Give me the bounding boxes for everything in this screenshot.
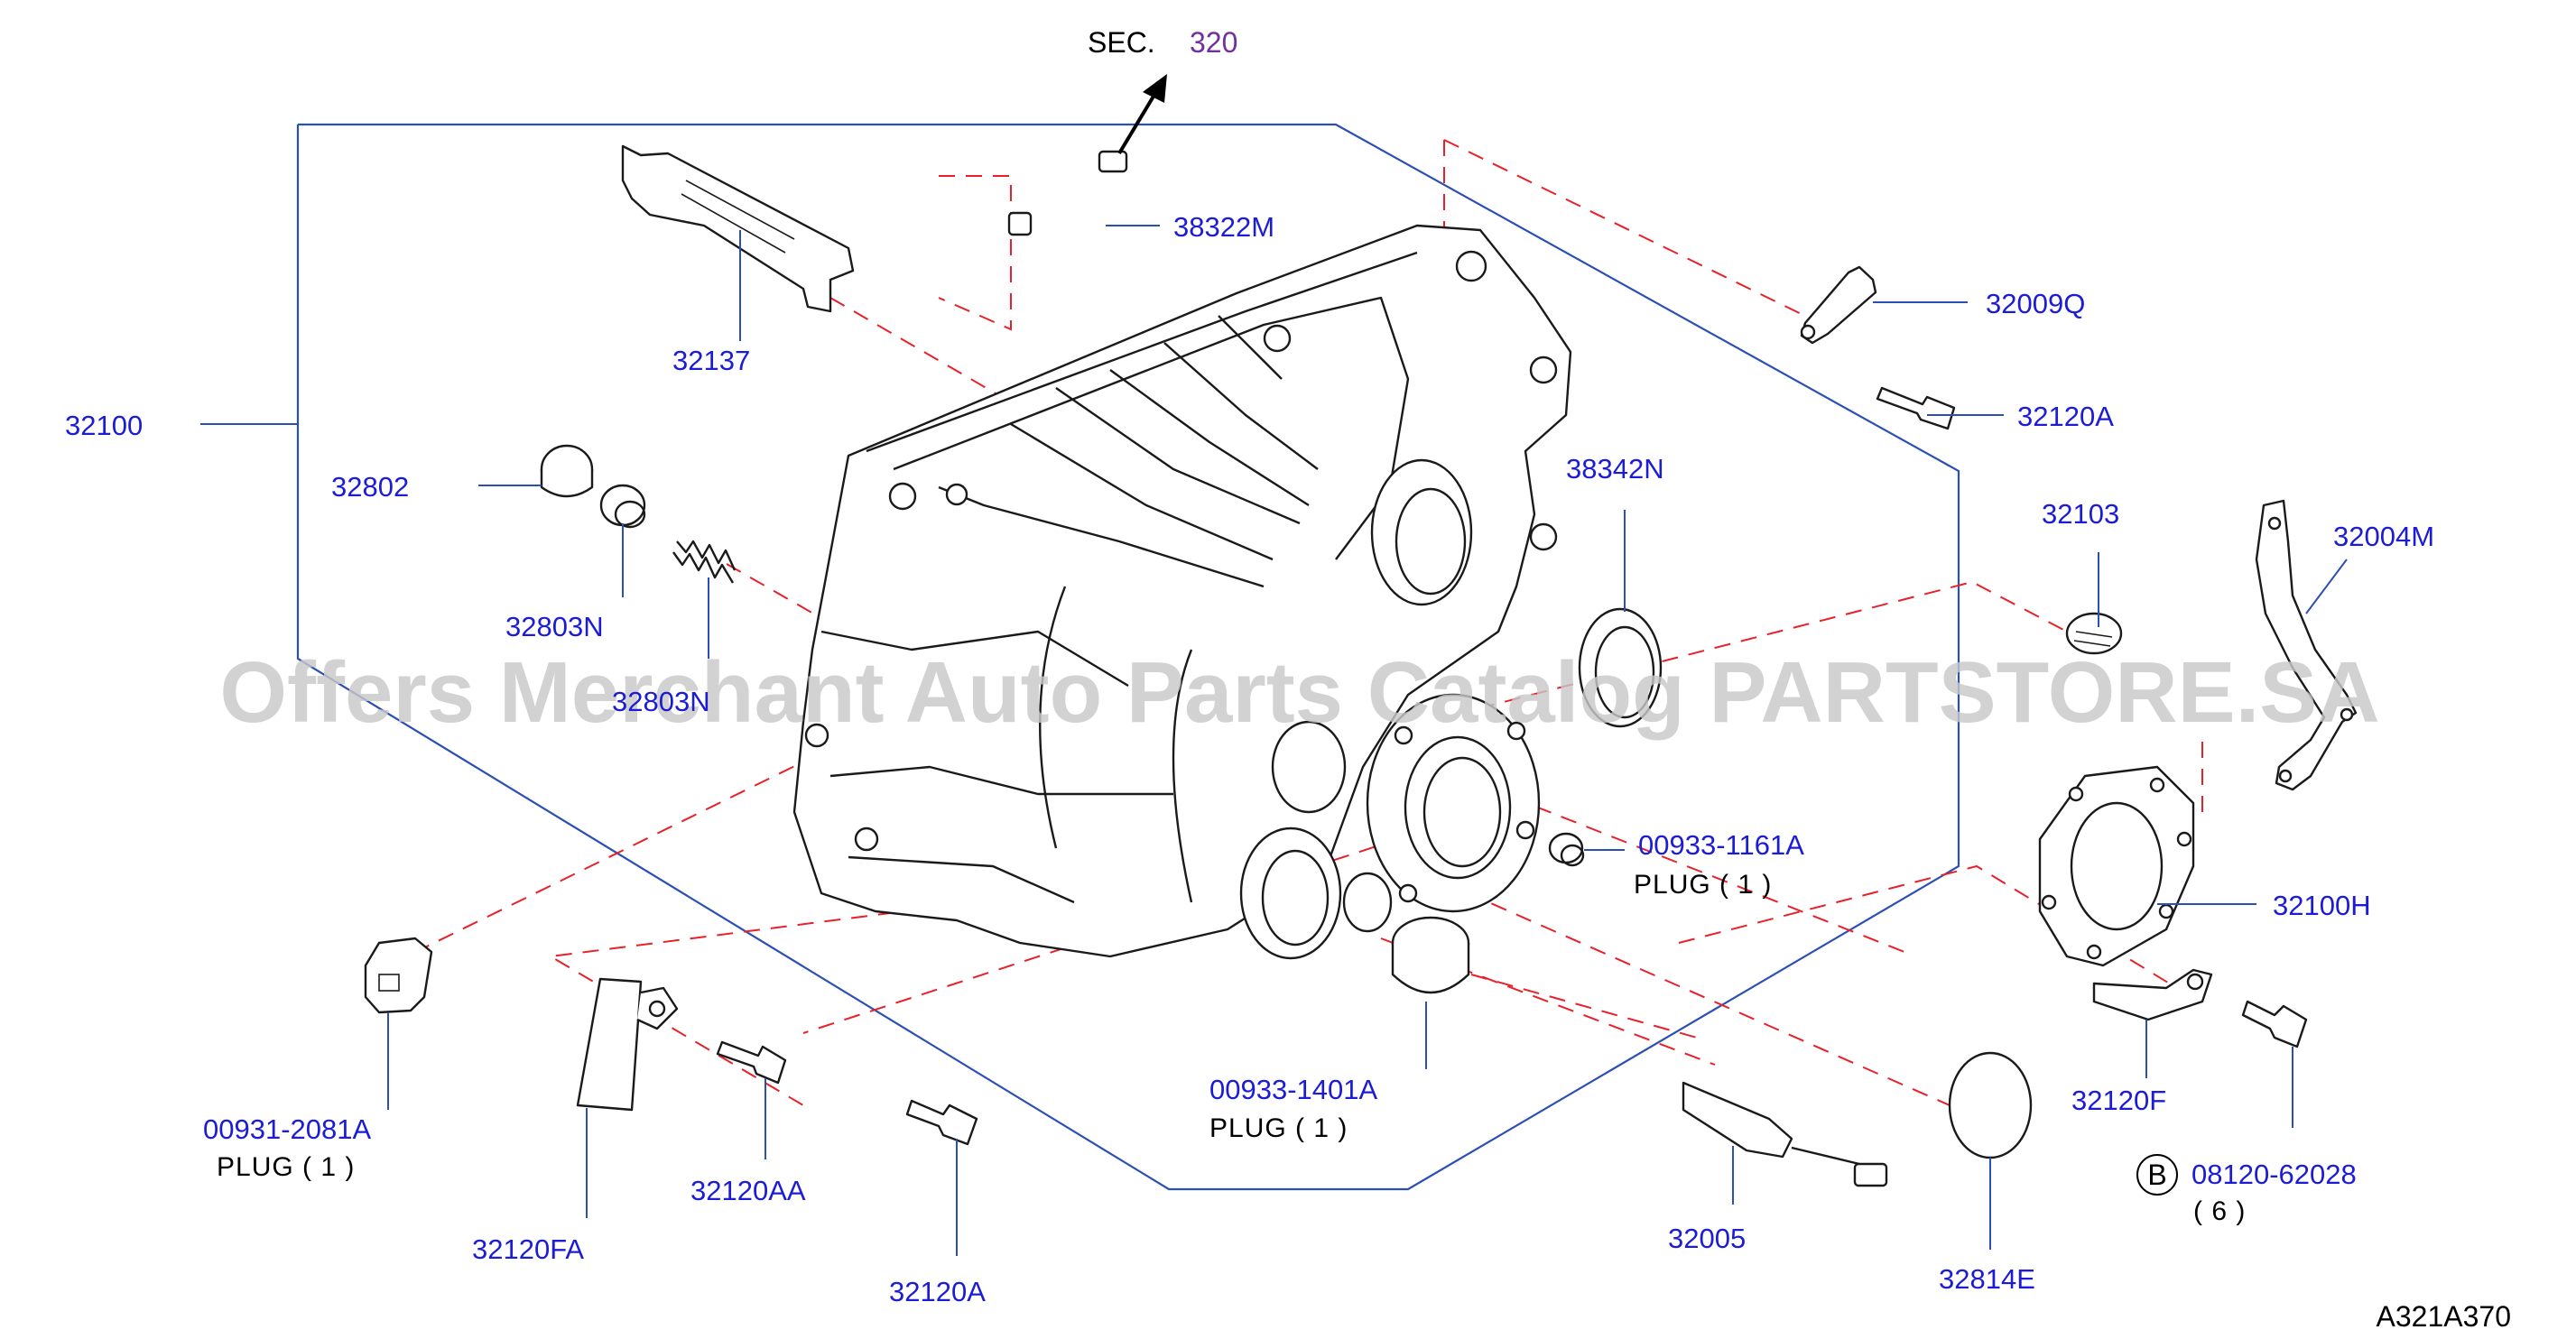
section-reference[interactable]: SEC. 320 — [1088, 26, 1237, 155]
label-32802[interactable]: 32802 — [331, 471, 409, 503]
label-32009Q[interactable]: 32009Q — [1986, 288, 2085, 319]
spring-32803N — [672, 540, 737, 584]
label-32100[interactable]: 32100 — [65, 410, 143, 441]
section-arrow-icon — [1143, 74, 1167, 103]
plug-note-1401A: PLUG ( 1 ) — [1209, 1113, 1348, 1143]
cover-32100H — [2038, 765, 2195, 967]
watermark: Offers Merchant Auto Parts Catalog PARTS… — [219, 644, 2379, 741]
label-32103[interactable]: 32103 — [2042, 498, 2119, 530]
label-32137[interactable]: 32137 — [672, 345, 750, 376]
gasket-32814E — [1948, 1051, 2033, 1159]
label-32120FA[interactable]: 32120FA — [472, 1233, 584, 1265]
plug-note-2081A: PLUG ( 1 ) — [217, 1152, 355, 1182]
label-32814E[interactable]: 32814E — [1939, 1263, 2035, 1295]
plug-00931-2081A — [364, 937, 433, 1014]
label-32803N-seal[interactable]: 32803N — [505, 611, 604, 642]
label-38342N[interactable]: 38342N — [1566, 453, 1664, 485]
label-32100H[interactable]: 32100H — [2273, 890, 2371, 921]
section-number[interactable]: 320 — [1190, 26, 1237, 59]
bolt-qty-note: ( 6 ) — [2193, 1196, 2246, 1226]
section-arrow-shaft — [1117, 88, 1159, 155]
label-32803N-spring[interactable]: 32803N — [612, 686, 710, 717]
assembly-frame — [296, 123, 1960, 1191]
bracket-32137 — [621, 144, 855, 313]
bolt-marker: B — [2147, 1159, 2166, 1191]
bolt-32120AA — [716, 1040, 787, 1085]
bracket-32004M — [2255, 499, 2358, 791]
switch-32005 — [1682, 1081, 1888, 1187]
clip-32009Q — [1800, 265, 1877, 345]
seal-32803N — [599, 484, 646, 529]
plug-00933-1401A — [1391, 916, 1470, 994]
plug-00933-1161A — [1548, 832, 1585, 867]
bolt-marker-circle — [2136, 1154, 2178, 1196]
hose-38322M — [1007, 150, 1128, 248]
label-38322M[interactable]: 38322M — [1173, 211, 1274, 243]
label-32004M[interactable]: 32004M — [2333, 521, 2434, 552]
label-00933-1161A[interactable]: 00933-1161A — [1638, 829, 1804, 861]
section-prefix: SEC. — [1088, 26, 1155, 59]
label-leaders — [387, 225, 2348, 1256]
label-00931-2081A[interactable]: 00931-2081A — [203, 1113, 371, 1145]
bolt-32120A-bottom — [905, 1099, 978, 1146]
label-32120AA[interactable]: 32120AA — [690, 1175, 806, 1206]
shim-32120F — [2092, 968, 2213, 1021]
plug-32103 — [2065, 612, 2123, 655]
label-32120F[interactable]: 32120F — [2071, 1085, 2166, 1116]
seal-38342N — [1578, 607, 1663, 728]
cap-32802 — [540, 444, 594, 498]
label-00933-1401A[interactable]: 00933-1401A — [1209, 1074, 1377, 1105]
plug-note-1161A: PLUG ( 1 ) — [1634, 870, 1772, 900]
label-08120-62028[interactable]: 08120-62028 — [2191, 1159, 2357, 1190]
bolt-32120A-top — [1876, 386, 1956, 430]
part-labels[interactable]: 32100 32137 38322M 32009Q 32120A 38342N … — [65, 211, 2434, 1307]
transmission-case — [792, 224, 1572, 960]
label-32120A-top[interactable]: 32120A — [2017, 401, 2114, 432]
label-32005[interactable]: 32005 — [1668, 1223, 1746, 1254]
bolt-08120-62028 — [2241, 1000, 2308, 1048]
diagram-code: A321A370 — [2377, 1300, 2511, 1333]
label-32120A-bottom[interactable]: 32120A — [889, 1276, 986, 1307]
plate-32120FA — [576, 977, 679, 1112]
